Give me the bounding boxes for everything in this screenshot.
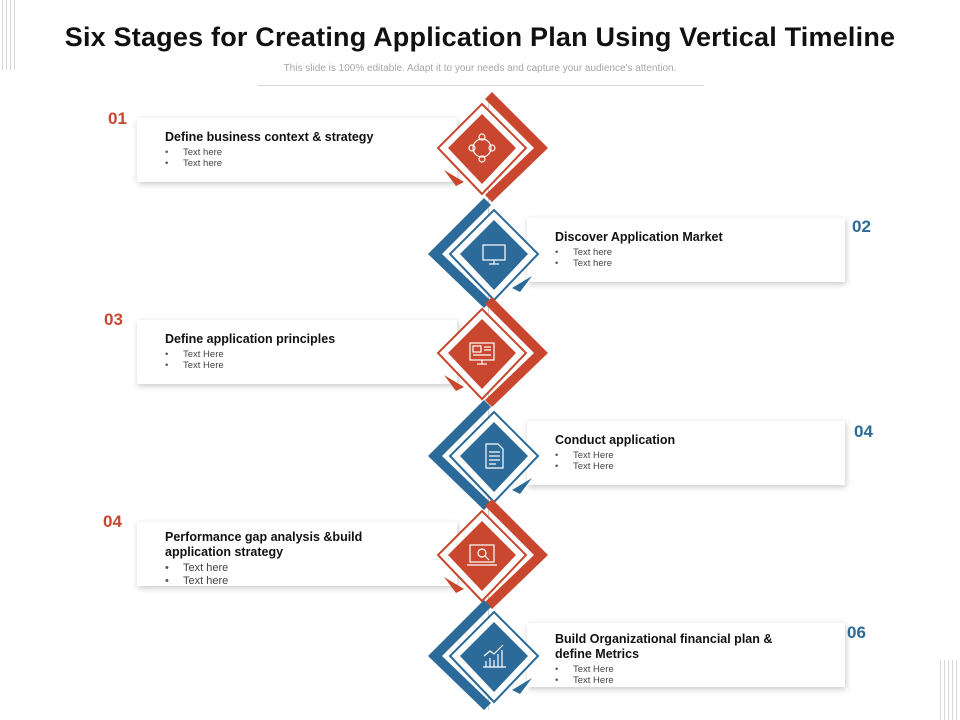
stage-number-3: 03 bbox=[104, 310, 123, 329]
stage-bullets: Text here Text here bbox=[555, 247, 835, 269]
corner-decoration-right bbox=[940, 660, 958, 720]
page-title: Six Stages for Creating Application Plan… bbox=[64, 22, 896, 52]
stage-diamond-5 bbox=[436, 499, 548, 609]
stage-bullet: Text here bbox=[165, 147, 447, 158]
stage-diamond-6 bbox=[428, 600, 540, 710]
stage-bullets: Text Here Text Here bbox=[555, 664, 835, 686]
stage-title: Discover Application Market bbox=[555, 230, 723, 244]
dashboard-screen-icon bbox=[469, 342, 495, 365]
stage-bullet: Text Here bbox=[165, 360, 447, 371]
stage-bullet: Text Here bbox=[555, 664, 835, 675]
stage-number-1: 01 bbox=[108, 109, 127, 128]
stage-bullet: Text Here bbox=[555, 450, 835, 461]
growth-chart-icon bbox=[483, 644, 506, 668]
stage-bullet: Text here bbox=[555, 258, 835, 269]
stage-bullet: Text Here bbox=[555, 461, 835, 472]
stage-title: Performance gap analysis &build applicat… bbox=[165, 530, 363, 559]
analysis-screen-icon bbox=[467, 544, 497, 566]
page-subtitle: This slide is 100% editable. Adapt it to… bbox=[283, 63, 677, 74]
stage-diamond-1 bbox=[436, 92, 548, 202]
stage-card-3: Define application principles Text Here … bbox=[137, 320, 457, 384]
stage-bullets: Text Here Text Here bbox=[555, 450, 835, 472]
stage-diamond-4 bbox=[428, 400, 540, 510]
stage-bullets: Text here Text here bbox=[165, 562, 447, 588]
stage-card-5: Performance gap analysis &build applicat… bbox=[137, 522, 457, 588]
stage-title: Define business context & strategy bbox=[165, 130, 374, 144]
stage-card-2: Discover Application Market Text here Te… bbox=[527, 218, 845, 282]
stage-bullet: Text here bbox=[555, 247, 835, 258]
stage-title: Conduct application bbox=[555, 433, 676, 447]
monitor-icon bbox=[482, 244, 506, 265]
stage-bullet: Text Here bbox=[555, 675, 835, 686]
stage-bullet: Text here bbox=[165, 575, 447, 588]
stage-bullets: Text here Text here bbox=[165, 147, 447, 169]
stage-bullet: Text Here bbox=[165, 349, 447, 360]
stage-card-6: Build Organizational financial plan & de… bbox=[527, 623, 845, 687]
stage-bullet: Text here bbox=[165, 562, 447, 575]
title-divider bbox=[258, 85, 704, 86]
stage-title: Define application principles bbox=[165, 332, 336, 346]
stage-card-1: Define business context & strategy Text … bbox=[137, 118, 457, 182]
people-network-icon bbox=[468, 133, 496, 163]
stage-diamond-2 bbox=[428, 198, 540, 308]
stage-title: Build Organizational financial plan & de… bbox=[555, 632, 773, 661]
stage-number-6: 06 bbox=[847, 623, 866, 642]
stage-bullet: Text here bbox=[165, 158, 447, 169]
stage-number-4: 04 bbox=[854, 422, 873, 441]
document-icon bbox=[485, 443, 504, 469]
stage-bullets: Text Here Text Here bbox=[165, 349, 447, 371]
stage-number-2: 02 bbox=[852, 217, 871, 236]
stage-number-5: 04 bbox=[103, 512, 122, 531]
corner-decoration-left bbox=[2, 0, 16, 70]
stage-diamond-3 bbox=[436, 297, 548, 407]
stage-card-4: Conduct application Text Here Text Here bbox=[527, 421, 845, 485]
